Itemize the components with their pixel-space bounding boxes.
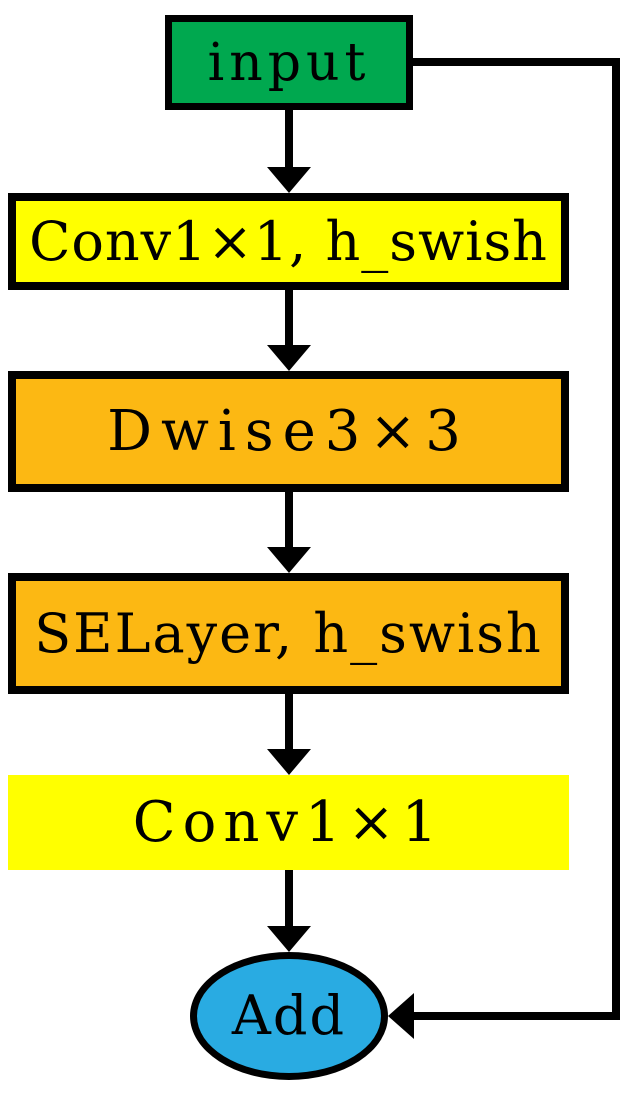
node-conv1x1-hswish: Conv1×1, h_swish: [8, 193, 569, 290]
arrow-conv-to-add-stem: [285, 870, 293, 931]
skip-connection-top-line: [411, 58, 620, 66]
arrow-dwise-to-selayer-stem: [285, 492, 293, 552]
skip-connection-arrowhead-icon: [388, 993, 414, 1039]
arrow-dwise-to-selayer-head-icon: [267, 547, 311, 573]
node-input: input: [165, 15, 413, 110]
arrow-conv-to-add-head-icon: [267, 926, 311, 952]
skip-connection-bottom-line: [412, 1012, 620, 1020]
node-add: Add: [190, 952, 388, 1080]
node-selayer-hswish: SELayer, h_swish: [8, 573, 569, 694]
skip-connection-rail-line: [612, 58, 620, 1020]
arrow-input-to-conv-stem: [285, 110, 293, 172]
arrow-conv-to-dwise-stem: [285, 290, 293, 350]
arrow-conv-to-dwise-head-icon: [267, 345, 311, 371]
node-dwise3x3: Dwise3×3: [8, 371, 569, 492]
arrow-selayer-to-conv-stem: [285, 694, 293, 754]
node-conv1x1: Conv1×1: [8, 775, 569, 870]
arrow-selayer-to-conv-head-icon: [267, 749, 311, 775]
arrow-input-to-conv-head-icon: [267, 167, 311, 193]
